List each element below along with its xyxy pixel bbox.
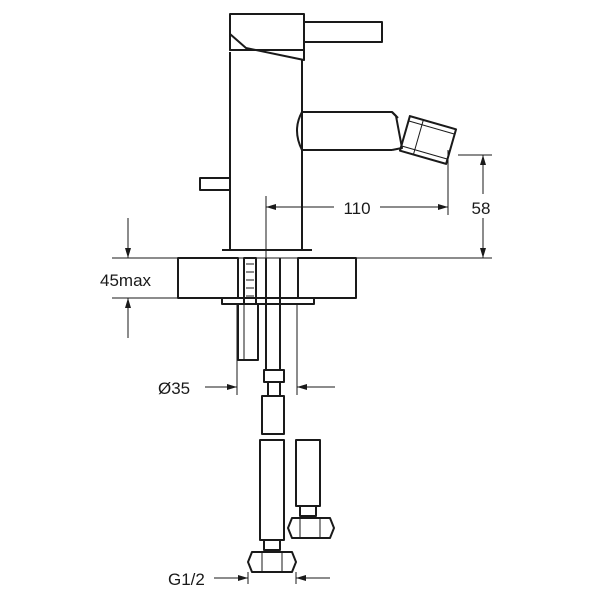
aerator-nozzle [398, 115, 458, 165]
pop-up-rod [199, 177, 231, 191]
dimension-spout-reach: 110 [266, 150, 449, 218]
dimension-deck-thickness: 45max [100, 218, 178, 338]
mixer-body [222, 52, 312, 251]
dimension-label-58: 58 [472, 199, 491, 218]
dimension-label-45max: 45max [100, 271, 152, 290]
dimension-hole-diameter: Ø35 [158, 304, 335, 398]
spout [296, 111, 403, 151]
dimension-spout-height: 58 [312, 154, 498, 259]
flexible-hose-short [287, 439, 335, 539]
lever-handle [229, 13, 383, 61]
mounting-stud [221, 257, 315, 361]
dimension-label-diameter-35: Ø35 [158, 379, 190, 398]
supply-tube [265, 258, 281, 370]
dimension-label-110: 110 [343, 199, 370, 218]
dimension-label-g1-2: G1/2 [168, 570, 205, 589]
flexible-hose-long [247, 369, 297, 573]
dimension-connection-thread: G1/2 [168, 570, 330, 589]
